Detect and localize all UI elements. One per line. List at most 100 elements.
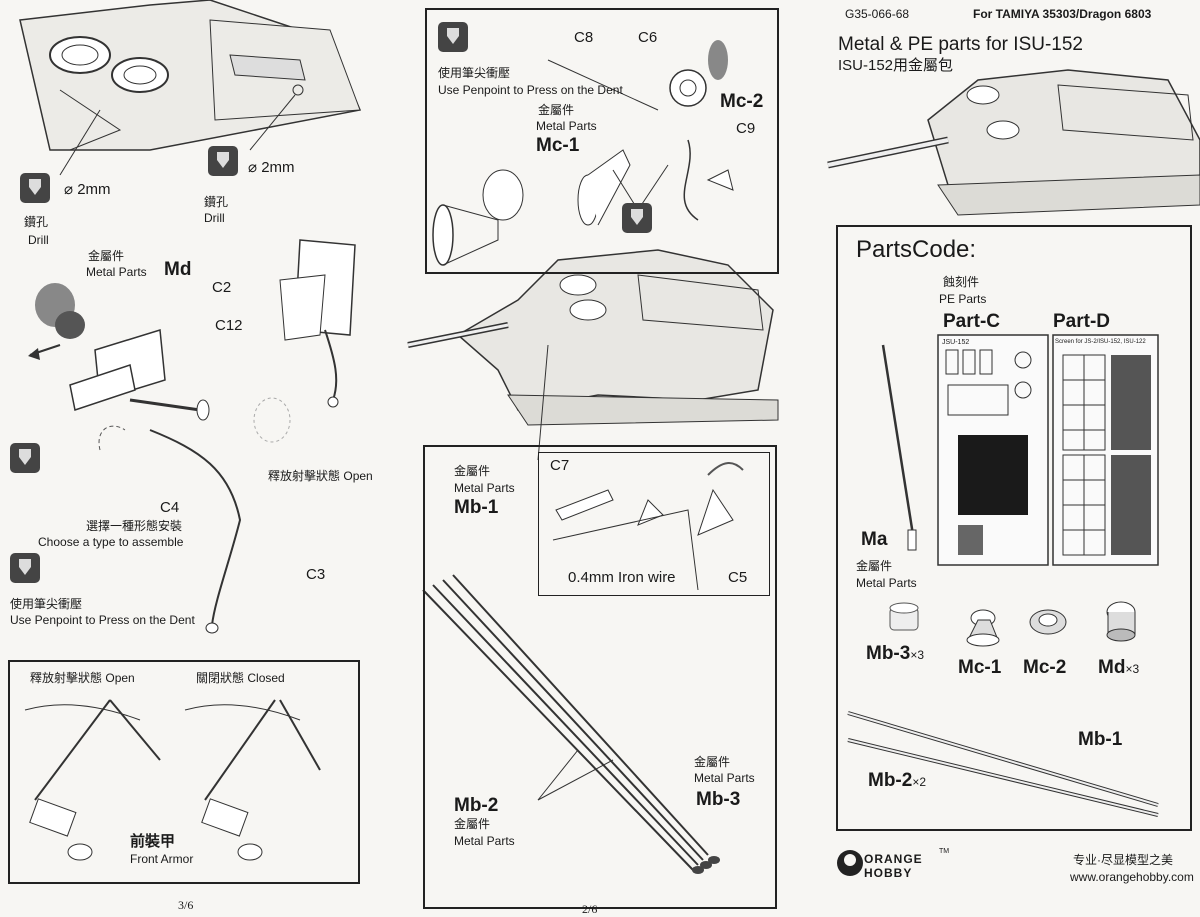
brand-url: www.orangehobby.com [1070,870,1194,884]
choose-type-cn: 選擇一種形態安裝 [86,519,183,533]
part-c9-label: C9 [736,120,756,137]
open-closed-detail-box [8,660,360,884]
part-ma-label: Ma [861,529,888,550]
metal-parts-en: Metal Parts [694,771,755,785]
open-state-label: 釋放射擊狀態 Open [268,470,373,482]
drill-size-value: 2mm [261,159,295,176]
drill-label-en: Drill [28,233,49,247]
c7-c5-inset [538,452,770,596]
press-note-en: Use Penpoint to Press on the Dent [10,613,195,627]
drill-size-label: ⌀ 2mm [248,159,295,176]
metal-parts-en: Metal Parts [454,481,515,495]
antenna-detail-box [423,445,777,909]
box-open-label: 釋放射擊狀態 Open [30,672,135,684]
part-md-qty: ×3 [1125,662,1140,676]
press-icon [10,553,40,583]
box-closed-label: 關閉狀態 Closed [196,672,285,684]
part-mb2-label: Mb-2×2 [868,771,926,790]
part-c7-label: C7 [550,457,570,474]
part-mb1-label: Mb-1 [1078,729,1123,750]
part-mc1-label: Mc-1 [958,657,1002,678]
instruction-page-3: ⌀ 2mm 鑽孔 Drill ⌀ 2mm 鑽孔 Drill 金屬件 Metal … [0,0,399,917]
drill-icon [208,146,238,176]
open-state-cn: 釋放射擊狀態 [268,469,341,483]
part-mb3-label: Mb-3 [696,789,741,810]
press-icon [622,203,652,233]
part-mb3-label: Mb-3×3 [866,644,924,663]
part-mb2-label: Mb-2 [454,795,499,816]
pe-parts-en: PE Parts [939,292,987,306]
part-md-label: Md [164,259,192,280]
open-state-en: Open [343,469,373,483]
part-mb3-qty: ×3 [910,648,925,662]
part-mc1-label: Mc-1 [536,135,580,156]
metal-parts-cn: 金屬件 [454,464,491,478]
part-mc2-label: Mc-2 [1023,657,1067,678]
metal-parts-en: Metal Parts [454,834,515,848]
brand-slogan: 专业·尽显模型之美 [1073,853,1173,867]
product-code: G35-066-68 [845,7,910,21]
drill-label-cn: 鑽孔 [24,215,49,229]
logo-trademark: TM [939,848,950,855]
logo-hobby: HOBBY [864,866,913,880]
box-open-en: Open [105,671,135,685]
part-mb2-qty: ×2 [912,775,927,789]
logo-orange: ORANGE [864,852,923,866]
iron-wire-label: 0.4mm Iron wire [568,569,676,586]
choose-type-en: Choose a type to assemble [38,535,184,549]
product-title: Metal & PE parts for ISU-152 [838,34,1083,55]
part-mb2-name: Mb-2 [868,770,913,791]
press-icon [438,22,468,52]
parts-code-box [836,225,1192,831]
front-armor-cn: 前裝甲 [130,833,176,850]
page-number: 2/6 [582,902,598,916]
assembly-drawings [19,0,362,861]
drill-label-cn: 鑽孔 [204,195,229,209]
box-open-cn: 釋放射擊狀態 [30,671,103,685]
instruction-page-2: 使用筆尖衝壓 Use Penpoint to Press on the Dent… [398,0,809,917]
metal-parts-cn: 金屬件 [454,817,491,831]
compatibility-text: For TAMIYA 35303/Dragon 6803 [973,7,1152,21]
part-md-label: Md×3 [1098,658,1139,677]
part-d-sheet-label: Screen for JS-2/ISU-152, ISU-122 [1055,339,1146,345]
tank-and-parts-drawings [827,69,1200,876]
metal-parts-cn: 金屬件 [856,559,893,573]
part-c4-label: C4 [160,499,180,516]
assembly-drawings [407,40,779,874]
press-note-cn: 使用筆尖衝壓 [10,597,83,611]
part-c-heading: Part-C [943,311,1001,332]
page-number: 3/6 [178,898,194,912]
box-closed-en: Closed [247,671,285,685]
part-mb1-label: Mb-1 [454,497,499,518]
metal-parts-cn: 金屬件 [88,249,125,263]
pe-parts-cn: 蝕刻件 [943,275,980,289]
front-armor-en: Front Armor [130,852,194,866]
box-closed-cn: 關閉狀態 [196,671,245,685]
drill-size-label: ⌀ 2mm [64,181,111,198]
part-c3-label: C3 [306,566,326,583]
metal-parts-cn: 金屬件 [694,755,731,769]
part-mc2-label: Mc-2 [720,91,764,112]
metal-parts-en: Metal Parts [536,119,597,133]
part-md-name: Md [1098,657,1126,678]
part-c2-label: C2 [212,279,232,296]
press-note-cn: 使用筆尖衝壓 [438,66,511,80]
part-c-sheet-label: JSU-152 [942,339,970,346]
drill-size-value: 2mm [77,181,111,198]
horn-detail-box [425,8,779,274]
instruction-cover-page: G35-066-68 For TAMIYA 35303/Dragon 6803 … [808,0,1200,917]
part-d-heading: Part-D [1053,311,1111,332]
press-icon [10,443,40,473]
press-note-en: Use Penpoint to Press on the Dent [438,83,623,97]
drill-icon [20,173,50,203]
metal-parts-en: Metal Parts [856,576,917,590]
metal-parts-en: Metal Parts [86,265,147,279]
part-c8-label: C8 [574,29,594,46]
metal-parts-cn: 金屬件 [538,103,575,117]
part-mb3-name: Mb-3 [866,643,911,664]
part-c5-label: C5 [728,569,748,586]
parts-code-heading: PartsCode: [856,236,977,263]
part-c12-label: C12 [215,317,243,334]
product-subtitle-cn: ISU-152用金屬包 [838,57,954,74]
part-c6-label: C6 [638,29,658,46]
